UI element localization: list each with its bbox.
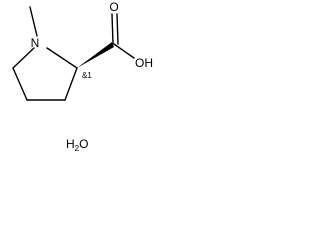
- water-h: H: [66, 137, 75, 151]
- water-formula: H2O: [66, 137, 88, 153]
- stereo-descriptor-label: &1: [82, 71, 92, 80]
- water-o: O: [79, 137, 88, 151]
- bond-n-c5: [12, 47, 35, 69]
- bond-c2-n: [46, 47, 78, 69]
- bond-c3-c2: [64, 67, 78, 101]
- bond-carboxyl-oh: [113, 43, 135, 59]
- atom-hydroxyl: OH: [135, 56, 153, 70]
- chemical-structure: N O OH &1 H2O: [12, 0, 153, 153]
- atom-nitrogen: N: [31, 36, 40, 50]
- wedge-bond-c2-carboxyl: [77, 42, 114, 68]
- bond-carbonyl-1: [111, 13, 114, 45]
- water-subscript: 2: [75, 144, 80, 153]
- bond-c5-c4: [12, 67, 28, 101]
- bond-carbonyl-2: [116, 13, 119, 45]
- atom-carbonyl-oxygen: O: [109, 0, 118, 14]
- bond-methyl-n: [29, 6, 38, 37]
